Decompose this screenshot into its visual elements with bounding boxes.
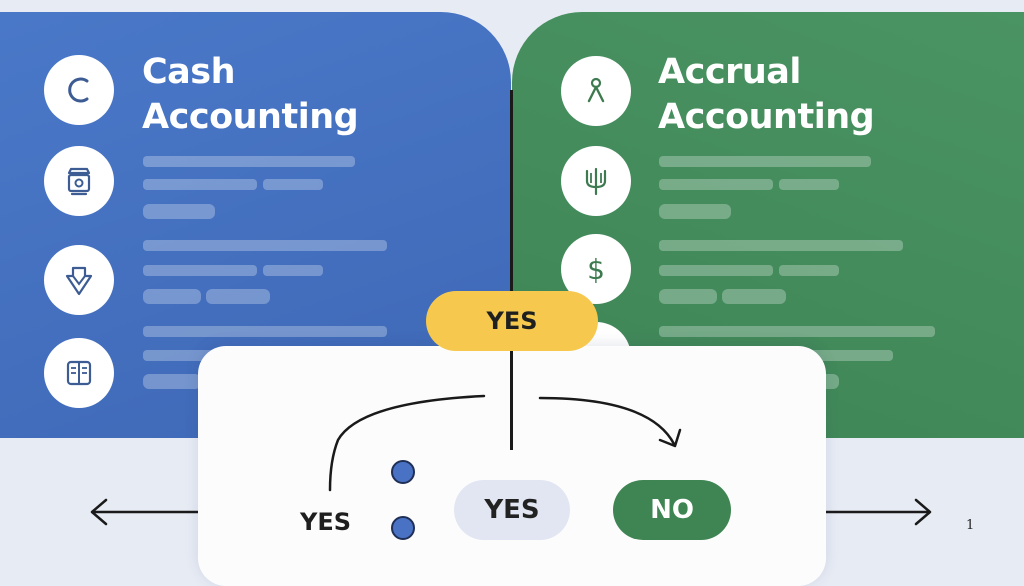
accrual-title-line2: Accounting [658,97,875,137]
text-placeholder-bar [143,374,201,389]
text-placeholder-bar [659,240,903,251]
accrual-title-line1: Accrual [658,52,801,92]
text-placeholder-bar [143,156,355,167]
text-placeholder-bar [659,156,871,167]
dollar-icon: $ [561,234,631,304]
page-number: 1 [966,518,975,533]
c-letter-icon [44,55,114,125]
text-placeholder-bar [722,289,786,304]
text-placeholder-bar [143,326,387,337]
text-placeholder-bar [779,265,839,276]
trident-icon [561,146,631,216]
cash-accounting-title: Cash Accounting [142,50,359,140]
person-icon [561,56,631,126]
text-placeholder-bar [143,289,201,304]
text-placeholder-bar [143,240,387,251]
text-placeholder-bar [659,179,773,190]
text-placeholder-bar [659,204,731,219]
left-curve-connector [328,394,486,492]
panel-divider [510,90,513,450]
text-placeholder-bar [263,179,323,190]
right-arrowhead-icon [658,428,682,448]
text-placeholder-bar [659,289,717,304]
text-placeholder-bar [143,350,257,361]
text-placeholder-bar [143,179,257,190]
bullet-dot [391,516,415,540]
accrual-accounting-title: Accrual Accounting [658,50,875,140]
decision-stem [510,344,513,450]
bullet-dot [391,460,415,484]
svg-text:$: $ [587,253,605,286]
top-yes-pill[interactable]: YES [426,291,598,351]
yes-button[interactable]: YES [454,480,570,540]
text-placeholder-bar [143,204,215,219]
text-placeholder-bar [143,265,257,276]
text-placeholder-bar [263,265,323,276]
text-placeholder-bar [659,326,935,337]
text-placeholder-bar [779,179,839,190]
cash-title-line2: Accounting [142,97,359,137]
arrow-badge-icon [44,245,114,315]
left-yes-label: YES [300,508,352,536]
right-arrow-icon [826,498,932,526]
no-button[interactable]: NO [613,480,731,540]
cash-title-line1: Cash [142,52,236,92]
register-icon [44,146,114,216]
text-placeholder-bar [206,289,270,304]
left-arrow-icon [90,498,198,526]
ledger-icon [44,338,114,408]
text-placeholder-bar [659,265,773,276]
right-curve-connector [538,396,676,446]
